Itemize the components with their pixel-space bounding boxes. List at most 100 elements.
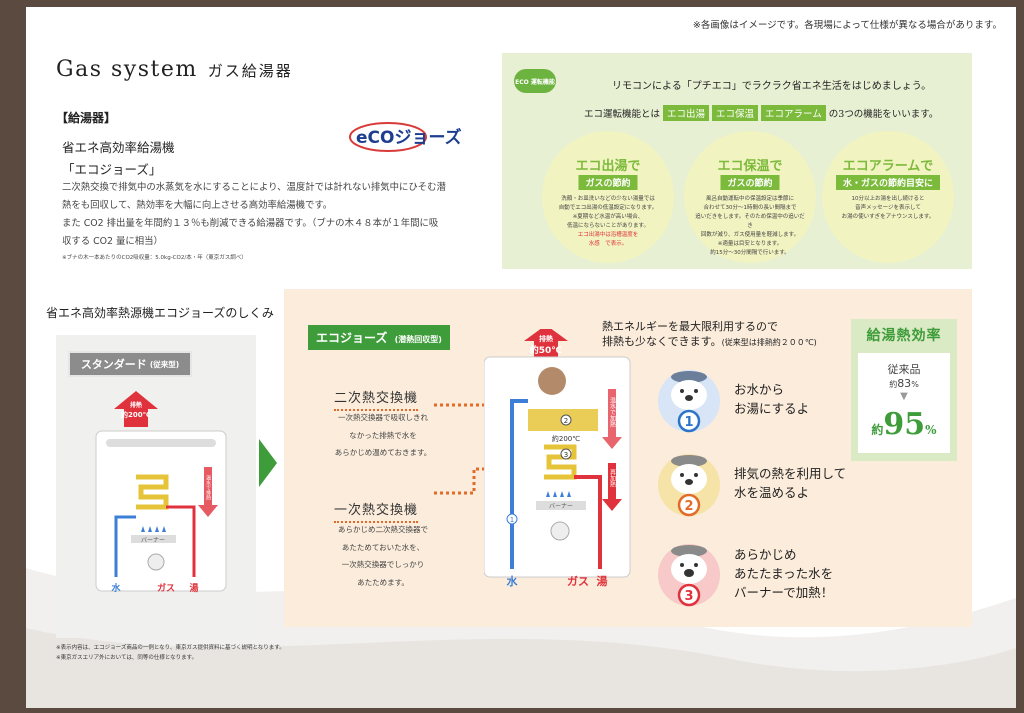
circle-line: 自動でエコ出湯の低温設定になります。	[558, 205, 658, 211]
circle-body: 10分以上お湯を出し続けると 音声メッセージを表示して お湯の使いすぎをアナウン…	[832, 195, 944, 222]
efficiency-title: 給湯熱効率	[866, 328, 942, 344]
circle-line: ※適量は目安となります。	[717, 241, 783, 247]
step-text: 排気の熱を利用して 水を温めるよ	[734, 464, 846, 502]
eco-burner-label: バーナー	[549, 503, 573, 510]
circle-line: 約15分〜30分間隔で行います。	[710, 250, 790, 256]
ex1-line: 一次熱交換器でしっかり	[341, 560, 425, 569]
step-number: 3	[684, 589, 693, 604]
secondary-exchanger-title: 二次熱交換機	[334, 387, 419, 411]
circle-line: 低温にならないことがあります。	[567, 223, 649, 229]
standard-water-label: 水	[111, 582, 121, 594]
circle-body: 洗顔・お皿洗いなどの少ない湯量では 自動でエコ出湯の低温設定になります。 ※夏期…	[552, 195, 664, 249]
tag-eco-hotwater: エコ出湯	[663, 105, 710, 121]
footnote: ※東京ガスエリア外においては、同等の仕様となります。	[56, 655, 198, 661]
ecojozu-label: エコジョーズ (潜熱回収型)	[308, 325, 450, 350]
step-number: 2	[684, 499, 693, 514]
circle-line: 洗顔・お皿洗いなどの少ない湯量では	[561, 196, 655, 202]
product-description: 二次熱交換で排気中の水蒸気を水にすることにより、温度計では計れない排気中にひそむ…	[62, 179, 482, 251]
standard-side-label: 温水で排熱	[205, 474, 211, 501]
eco-message-small: (従来型は排熱約２００℃)	[721, 338, 817, 347]
circle-line: 音声メッセージを表示して	[855, 205, 921, 211]
circle-line: 風呂自動運転中の保温設定は季節に	[705, 196, 794, 202]
step1-marker	[506, 513, 518, 525]
eco-exhaust-label: 排熱	[539, 334, 553, 343]
tag-eco-keepwarm: エコ保温	[712, 105, 759, 121]
primary-exchanger-body: あらかじめ二次熱交換器で あたためておいた水を、 一次熱交換器でしっかり あたた…	[318, 521, 448, 591]
product-subtitle: 省エネ高効率給湯機	[62, 140, 175, 155]
image-note: ※各画像はイメージです。各現場によって仕様が異なる場合があります。	[692, 20, 1002, 31]
eco-fan-top-icon	[538, 367, 566, 395]
eco-hot-label: 湯	[597, 574, 608, 588]
efficiency-new-value: 約95%	[858, 407, 950, 442]
eco-side-arrow-1	[602, 389, 622, 449]
circle-sub: ガスの節約	[578, 175, 638, 190]
eco-functions-line: エコ運転機能とは エコ出湯 エコ保温 エコアラーム の3つの機能をいいます。	[584, 105, 938, 121]
title-jp: ガス給湯器	[207, 62, 293, 80]
efficiency-old-label: 従来品	[887, 363, 921, 376]
eco-line-pre: エコ運転機能とは	[584, 109, 661, 120]
step-line: バーナーで加熱！	[734, 584, 834, 600]
desc-footnote: ※ブナの木一本あたりのCO2吸収量：5.0kg-CO2/本・年（東京ガス調べ）	[62, 255, 247, 261]
standard-water-pipe	[114, 515, 136, 577]
eco-message: 熱エネルギーを最大限利用するので 排熱も少なくできます。(従来型は排熱約２００℃…	[602, 319, 817, 350]
eco-inner-temp: 約200℃	[552, 434, 580, 443]
ecojozu-diagram: 排熱 約50℃ 2 約200℃ 3 1 温水で加熱 再加熱 バーナー	[484, 329, 631, 588]
eco-gas-label: ガス	[567, 574, 589, 588]
standard-burner	[131, 535, 176, 543]
eco-badge: ECO 運転機能	[514, 69, 556, 93]
efficiency-old-value: 約83%	[858, 377, 950, 390]
title-en: Gas system	[56, 57, 198, 82]
bear-icon: 1	[658, 370, 720, 433]
standard-fan-icon	[147, 553, 165, 571]
ex2-line: あらかじめ温めておきます。	[334, 448, 432, 457]
step-text: お水から お湯にするよ	[734, 380, 809, 418]
eco-function-panel: ECO 運転機能 リモコンによる「プチエコ」でラクラク省エネ生活をはじめましょう…	[502, 53, 972, 269]
eco-flames	[546, 491, 571, 497]
eco-exhaust-arrow	[524, 329, 568, 361]
efficiency-inner: 従来品 約83% ▼ 約95%	[858, 353, 950, 453]
eff-new-unit: %	[925, 423, 937, 437]
standard-vent	[106, 439, 216, 447]
step-line: あたたまった水を	[734, 565, 834, 581]
circle-title: エコ出湯で	[575, 159, 641, 174]
efficiency-box: 給湯熱効率 従来品 約83% ▼ 約95%	[851, 319, 957, 461]
circle-title: エコ保温で	[717, 159, 783, 174]
ex1-line: あたためておいた水を、	[341, 542, 425, 552]
circle-title: エコアラームで	[842, 159, 934, 174]
step-line: お水から	[734, 382, 785, 397]
page-title: Gas system ガス給湯器	[56, 57, 293, 82]
step-2: 2 排気の熱を利用して 水を温めるよ	[656, 447, 846, 519]
eff-old-prefix: 約	[889, 380, 898, 389]
circle-line: ※夏期など水温が高い場合、	[572, 214, 644, 220]
eff-old-val: 83	[897, 377, 912, 390]
footnote: ※表示内容は、エコジョーズ商品の一例となり、東京ガス提供資料に基づく説明となりま…	[56, 645, 285, 651]
desc-line: 収する CO2 量に相当）	[62, 236, 163, 247]
eco-exhaust-temp: 約50℃	[530, 344, 563, 356]
eco-side-label-2: 再加熱	[609, 469, 616, 488]
ex2-line: 一次熱交換器で吸収しきれ	[338, 413, 428, 422]
circle-line-red: 水感 で表示。	[588, 241, 628, 247]
circle-line: 合わせて30分〜1時間の長い間隔まで	[703, 205, 797, 211]
mechanism-title: 省エネ高効率熱源機エコジョーズのしくみ	[46, 306, 274, 320]
primary-exchanger-title: 一次熱交換機	[334, 499, 419, 523]
step-line: あらかじめ	[734, 546, 797, 562]
eff-new-prefix: 約	[871, 423, 884, 437]
eco-fan-icon	[550, 521, 570, 541]
desc-line: 熱をも回収して、熱効率を大幅に向上させる高効率給湯機です。	[62, 200, 333, 211]
ecojozu-logo: eCOジョーズ	[349, 122, 462, 152]
standard-burner-label: バーナー	[141, 537, 165, 544]
standard-label-small: (従来型)	[149, 359, 180, 369]
bear-icon: 3	[658, 544, 720, 607]
standard-label-text: スタンダード	[80, 358, 147, 371]
efficiency-arrow-icon: ▼	[900, 391, 908, 402]
step-3: 3 あらかじめ あたたまった水を バーナーで加熱！	[656, 537, 833, 609]
circle-line: 10分以上お湯を出し続けると	[851, 196, 925, 202]
circle-body: 風呂自動運転中の保温設定は季節に 合わせて30分〜1時間の長い間隔まで 追いだき…	[694, 195, 806, 258]
circle-line: お湯の使いすぎをアナウンスします。	[841, 214, 935, 220]
ex2-line: なかった排熱で水を	[349, 430, 417, 440]
standard-diagram: 排熱 約200℃ 温水で排熱 バーナー 水 ガス 湯	[95, 391, 227, 594]
circle-sub: ガスの節約	[720, 175, 780, 190]
standard-exhaust-label: 排熱	[130, 401, 142, 409]
ecojozu-panel: エコジョーズ (潜熱回収型) 二次熱交換機 一次熱交換器で吸収しきれ なかった排…	[284, 289, 972, 627]
standard-exhaust-arrow	[114, 391, 158, 427]
